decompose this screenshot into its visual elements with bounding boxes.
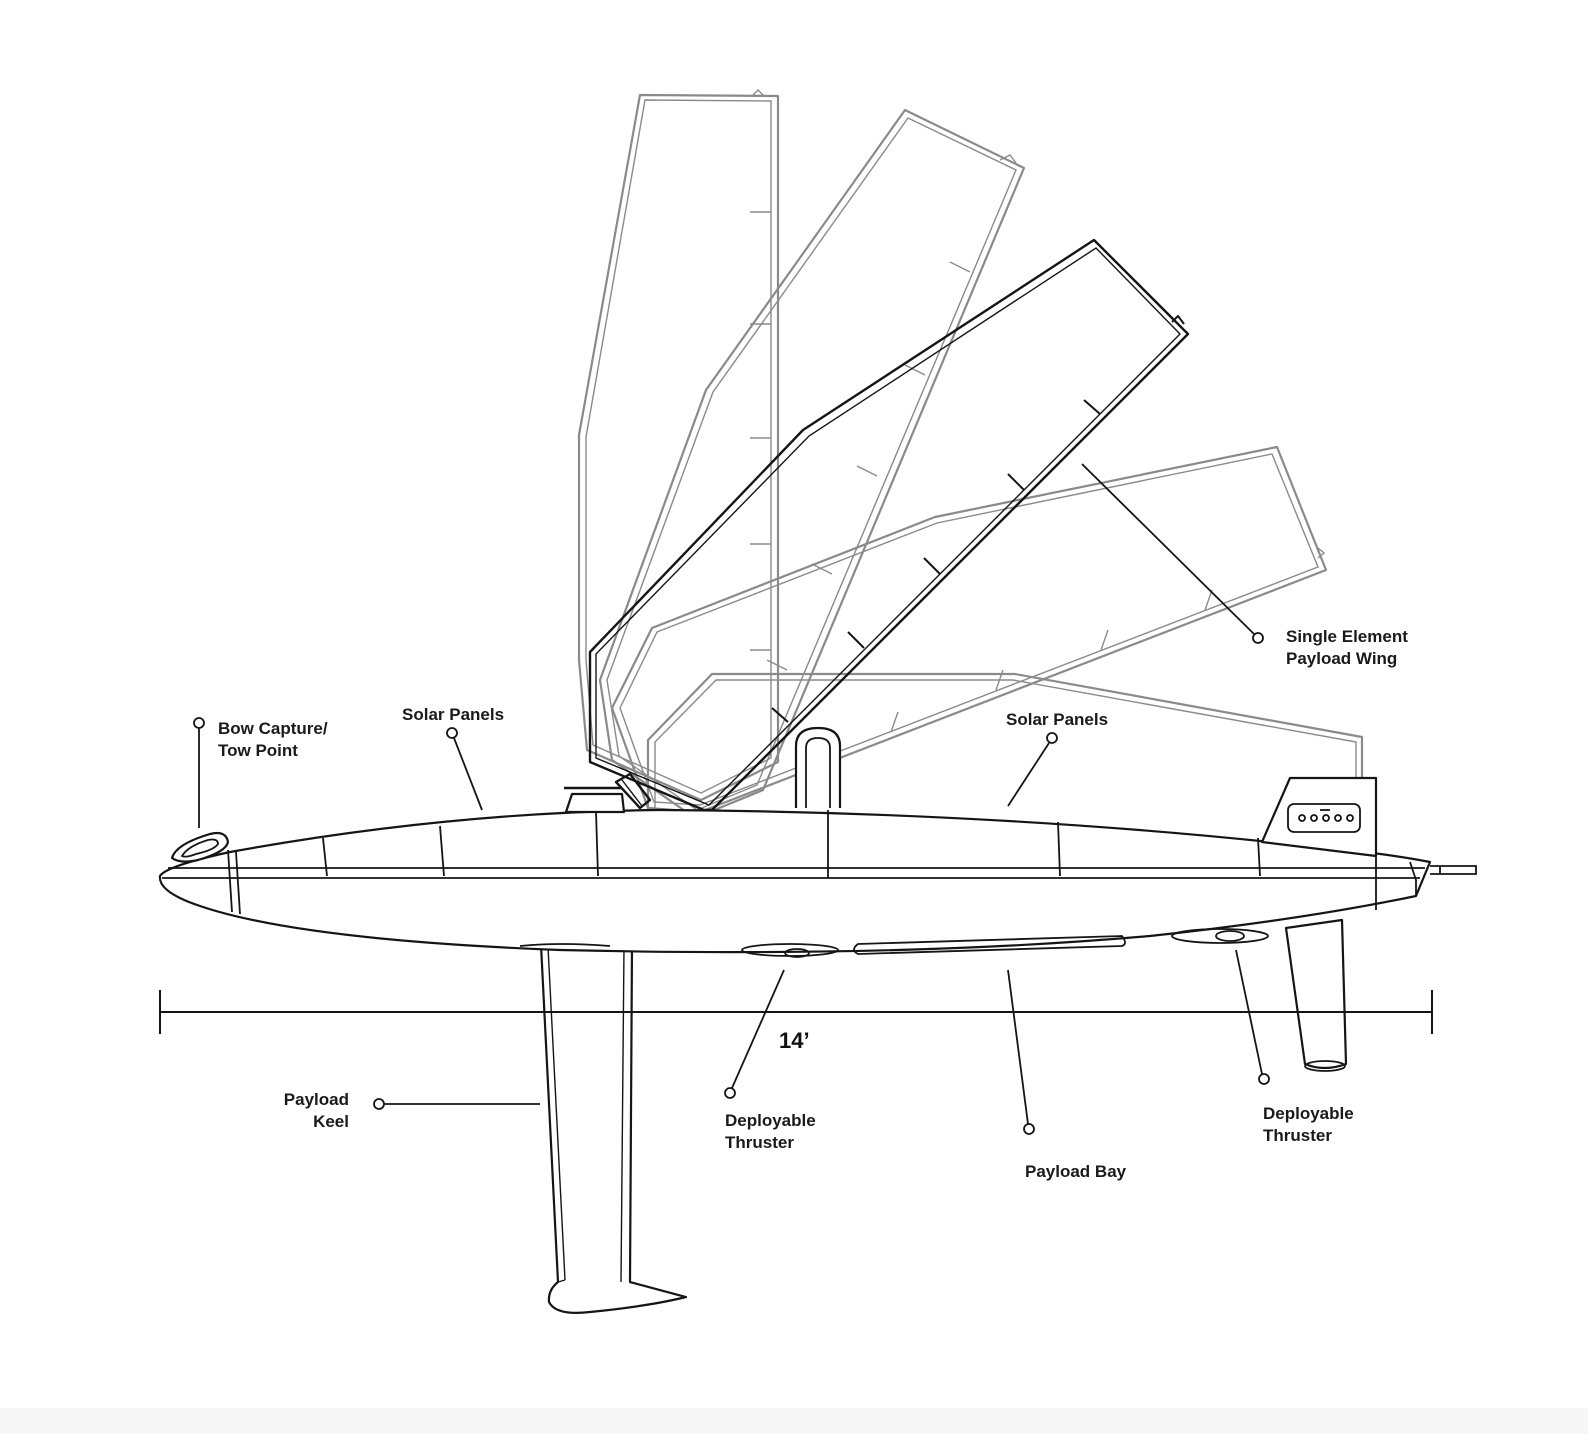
payload-bay-label: Payload Bay (1025, 1162, 1127, 1181)
solar-panels-fwd-label: Solar Panels (402, 705, 504, 724)
bow-capture-label-line2: Tow Point (218, 741, 298, 760)
thruster-fwd-label-line2: Thruster (725, 1133, 794, 1152)
length-label: 14’ (779, 1028, 810, 1053)
callout-bow-capture: Bow Capture/ Tow Point (193, 717, 328, 828)
solar-panels-aft-label: Solar Panels (1006, 710, 1108, 729)
payload-wing-label-line1: Single Element (1286, 627, 1408, 646)
thruster-aft-label-line2: Thruster (1263, 1126, 1332, 1145)
bottom-band (0, 1408, 1588, 1434)
callout-solar-panels-aft: Solar Panels (1006, 710, 1108, 807)
control-box (1260, 776, 1378, 858)
payload-wing-label-line2: Payload Wing (1286, 649, 1397, 668)
callout-solar-panels-fwd: Solar Panels (402, 705, 504, 811)
length-dimension: 14’ (159, 990, 1433, 1053)
payload-wing (588, 238, 1190, 812)
recovery-loop (794, 726, 842, 808)
payload-keel (539, 943, 688, 1314)
payload-keel-label-line1: Payload (284, 1090, 349, 1109)
hull (158, 808, 1477, 958)
callout-payload-wing: Single Element Payload Wing (1081, 463, 1408, 668)
thruster-aft-label-line1: Deployable (1263, 1104, 1354, 1123)
callout-thruster-fwd: Deployable Thruster (724, 969, 816, 1152)
indicator-lights (1298, 809, 1354, 822)
thruster-fwd-label-line1: Deployable (725, 1111, 816, 1130)
rudder (1284, 918, 1348, 1072)
payload-keel-label-line2: Keel (313, 1112, 349, 1131)
bow-capture-label-line1: Bow Capture/ (218, 719, 328, 738)
wing-ghost-tilted-70 (610, 445, 1328, 814)
callout-thruster-aft: Deployable Thruster (1235, 949, 1354, 1145)
callout-payload-keel: Payload Keel (284, 1090, 540, 1131)
callout-payload-bay: Payload Bay (1007, 969, 1127, 1181)
